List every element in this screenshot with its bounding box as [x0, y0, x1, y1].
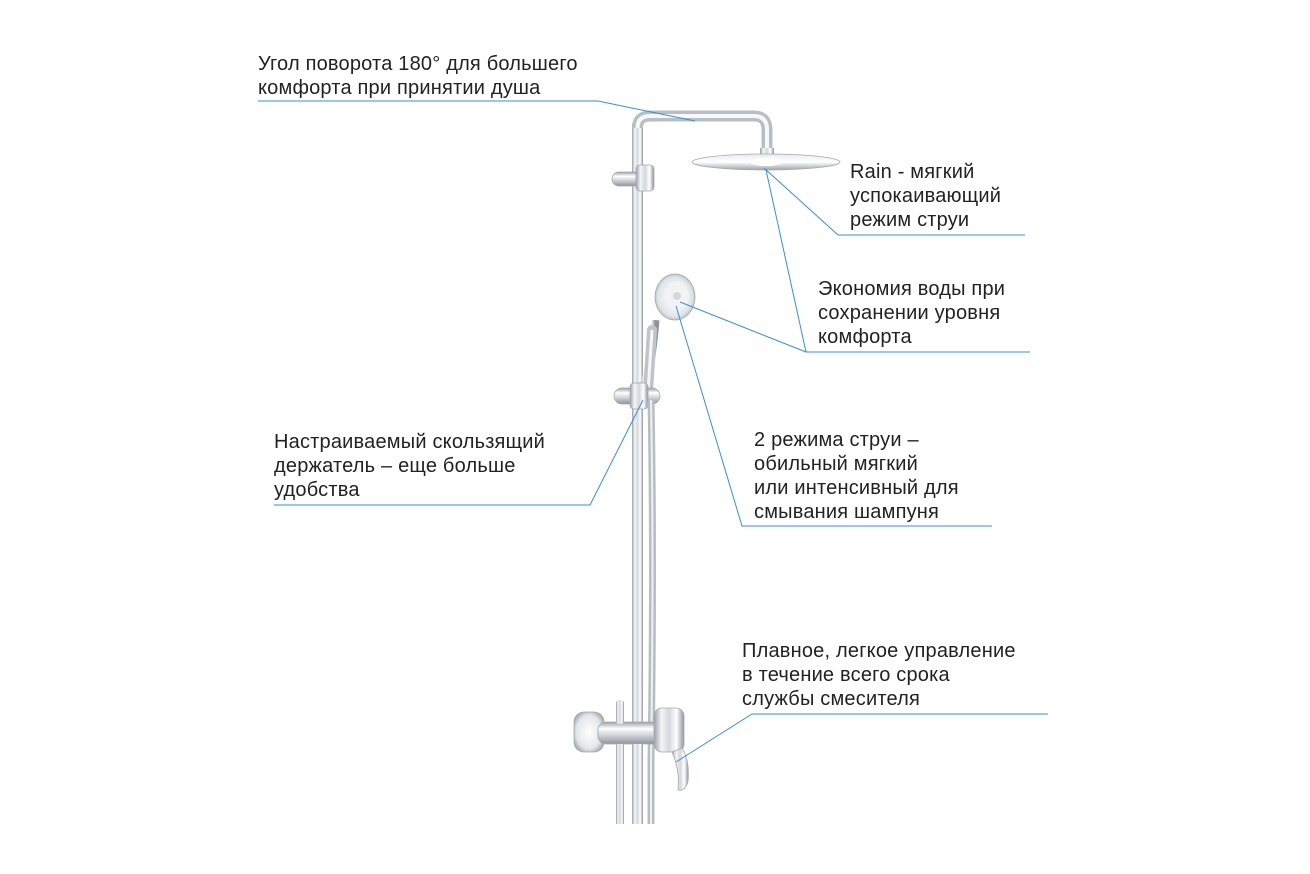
callout-economy-line-1: Экономия воды при — [818, 278, 1006, 300]
callout-holder-line-2: держатель – еще больше — [274, 455, 516, 477]
callout-control-line-1: Плавное, легкое управление — [742, 640, 1016, 662]
callout-holder-line-3: удобства — [274, 479, 360, 501]
leader-line-modes — [675, 305, 992, 527]
callout-economy: Экономия воды при сохранении уровня комф… — [818, 277, 1005, 349]
leader-line-economy-hand — [679, 301, 807, 353]
rain-shower-head — [691, 148, 841, 171]
callout-modes-line-3: или интенсивный для — [754, 477, 959, 499]
thermostatic-mixer — [573, 700, 689, 824]
callout-control: Плавное, легкое управление в течение все… — [742, 639, 1016, 711]
leader-line-rain — [763, 167, 1025, 236]
shower-hose — [647, 399, 656, 824]
callout-economy-line-2: сохранении уровня — [818, 302, 1001, 324]
leader-lines — [258, 100, 1048, 763]
callout-control-line-2: в течение всего срока — [742, 664, 950, 686]
callout-modes-line-4: смывания шампуня — [754, 501, 940, 523]
sliding-holder — [613, 382, 661, 410]
callout-control-line-3: службы смесителя — [742, 688, 921, 710]
callout-rain-line-2: успокаивающий — [850, 185, 1002, 207]
shower-rail — [611, 110, 773, 824]
hand-shower — [635, 273, 696, 400]
callout-economy-line-3: комфорта — [818, 326, 912, 348]
leader-line-holder — [274, 399, 644, 506]
callout-rain: Rain - мягкий успокаивающий режим струи — [850, 160, 1001, 232]
callout-holder: Настраиваемый скользящий держатель – еще… — [274, 430, 545, 502]
callout-rotation: Угол поворота 180° для большего комфорта… — [258, 52, 578, 100]
callout-modes-line-2: обильный мягкий — [754, 453, 918, 475]
callout-holder-line-1: Настраиваемый скользящий — [274, 431, 545, 453]
callout-rain-line-3: режим струи — [850, 209, 970, 231]
callout-rotation-line-2: комфорта при принятии душа — [258, 77, 541, 99]
callout-modes-line-1: 2 режима струи – — [754, 429, 919, 451]
leader-line-rotation — [258, 100, 696, 122]
callout-rotation-line-1: Угол поворота 180° для большего — [258, 53, 578, 75]
callout-modes: 2 режима струи – обильный мягкий или инт… — [754, 428, 959, 524]
leader-line-control — [675, 713, 1048, 763]
callout-rain-line-1: Rain - мягкий — [850, 161, 975, 183]
